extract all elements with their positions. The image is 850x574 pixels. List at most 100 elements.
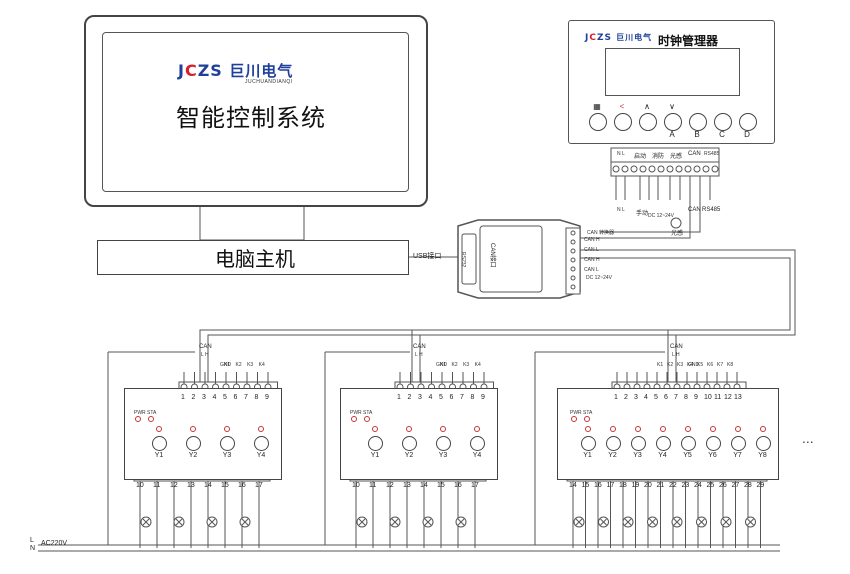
module-2-channel-button[interactable]: [436, 436, 451, 451]
terminal-group-can: CAN: [688, 151, 701, 157]
module-3-channel-button[interactable]: [630, 436, 646, 451]
logo-subtitle: JUCHUANDIANQI: [245, 79, 293, 85]
converter-pin-canl-2: CAN L: [584, 267, 599, 273]
module-3-channel-button[interactable]: [730, 436, 746, 451]
clock-left-button[interactable]: [614, 113, 632, 131]
clock-menu-button[interactable]: [589, 113, 607, 131]
clock-terminal-screw: [702, 165, 710, 173]
module-2-top-terminal-number: 3: [418, 394, 422, 401]
converter-pin-canl-1: CAN L: [584, 247, 599, 253]
terminal-group-start: 启动: [634, 154, 647, 160]
module-3-bottom-terminal-number: 14: [569, 482, 577, 489]
clock-d-button[interactable]: [739, 113, 757, 131]
module-3-bottom-terminal-number: 21: [656, 482, 665, 489]
label-can: CAN: [688, 207, 701, 213]
module-2-sta: STA: [363, 410, 373, 416]
module-1-pwr: PWR: [134, 410, 146, 416]
logo-mark-zs: ZS: [197, 61, 223, 80]
module-3-channel-button[interactable]: [655, 436, 671, 451]
module-2-bottom-terminal-number: 15: [437, 482, 445, 489]
module-1-top-terminal-number: 3: [202, 394, 206, 401]
module-3-bottom-terminal-number: 26: [719, 482, 727, 489]
module-3-y-label: Y3: [633, 452, 642, 459]
module-2-channel-button[interactable]: [402, 436, 417, 451]
converter-terminal-screw: [570, 284, 576, 290]
module-3-channel-button[interactable]: [680, 436, 696, 451]
module-2-pwr-led: [351, 416, 357, 422]
module-1-bottom-terminal-number: 17: [255, 482, 263, 489]
module-3-k-label: K8: [727, 362, 734, 368]
module-3-lamp-cross: [673, 518, 681, 526]
terminal-group-light: 光感: [670, 154, 683, 160]
module-1-channel-button[interactable]: [186, 436, 201, 451]
down-arrow-icon: ∨: [669, 102, 675, 111]
clock-down-a-button[interactable]: [664, 113, 682, 131]
module-2-top-terminal-number: 9: [481, 394, 485, 401]
module-3-channel-button[interactable]: [605, 436, 621, 451]
converter-rs232-port: [461, 233, 477, 285]
module-3-top-terminal-number: 9: [694, 394, 698, 401]
can-bus-main-h: [207, 249, 796, 385]
more-modules-ellipsis: ...: [802, 430, 814, 446]
module-3-k-label: K3: [677, 362, 684, 368]
module-3-sta: STA: [583, 410, 593, 416]
module-1-bottom-terminal-number: 16: [238, 482, 246, 489]
logo-mark-j: J: [178, 61, 185, 80]
module-1-channel-button[interactable]: [152, 436, 167, 451]
converter-title: CAN 转换器: [587, 230, 614, 236]
label-light-sensor: 光感: [671, 231, 684, 237]
module-1-k-label: K3: [247, 362, 254, 368]
module-2-bottom-terminal-number: 14: [420, 482, 428, 489]
clock-b-button[interactable]: [689, 113, 707, 131]
module-3-top-terminal-number: 13: [734, 394, 742, 401]
module-2-bottom-terminal-number: 13: [403, 482, 411, 489]
module-3-bottom-terminal-number: 22: [669, 482, 677, 489]
module-2-channel-button[interactable]: [368, 436, 383, 451]
clock-c-button[interactable]: [714, 113, 732, 131]
module-3-bottom-terminal-number: 19: [631, 482, 640, 489]
clock-terminal-screw: [693, 165, 701, 173]
clock-terminal-screw: [675, 165, 683, 173]
computer-monitor: [84, 15, 428, 207]
module-1-pwr-led: [135, 416, 141, 422]
converter-pin-canh-2: CAN H: [584, 257, 600, 263]
module-3-lamp-cross: [698, 518, 705, 526]
clock-terminal-header: [610, 147, 720, 163]
converter-interface-label: CAN接口: [489, 243, 495, 268]
clock-up-button[interactable]: [639, 113, 657, 131]
module-3-channel-button[interactable]: [705, 436, 721, 451]
module-2-channel-led: [440, 426, 446, 432]
module-3-can-pins: L H: [672, 352, 680, 358]
module-1-k-label: K2: [235, 362, 242, 368]
module-3-y-label: Y6: [708, 452, 717, 459]
module-3-top-terminal-number: 12: [724, 394, 732, 401]
converter-terminal-screw: [570, 275, 576, 281]
module-2-channel-button[interactable]: [470, 436, 485, 451]
module-2-lamp-cross: [391, 518, 399, 526]
logo-mark-c: C: [184, 61, 198, 80]
module-3-top-terminal-number: 8: [684, 394, 688, 401]
button-label-a: A: [669, 130, 675, 139]
module-2-k-label: K4: [474, 362, 481, 368]
module-3-bottom-terminal-number: 27: [731, 482, 740, 489]
module-3-top-terminal-number: 10: [704, 394, 712, 401]
converter-pin-canh-1: CAN H: [584, 237, 600, 243]
module-3-y-label: Y1: [583, 452, 592, 459]
clock-logo-c: C: [589, 33, 597, 43]
converter-terminal-screw: [570, 230, 576, 236]
module-1-channel-button[interactable]: [254, 436, 269, 451]
clock-logo-j: J: [585, 33, 590, 43]
module-3-bottom-terminal-number: 17: [606, 482, 615, 489]
module-2-k-label: K1: [440, 362, 447, 368]
module-3-pwr-led: [571, 416, 577, 422]
module-1-y-label: Y3: [222, 452, 232, 459]
module-1-channel-button[interactable]: [220, 436, 235, 451]
module-1-top-terminal-number: 2: [191, 394, 196, 401]
module-3-channel-button[interactable]: [755, 436, 771, 451]
converter-terminal-screw: [570, 248, 576, 254]
module-3-channel-led: [609, 426, 616, 432]
module-3-y-label: Y5: [683, 452, 692, 459]
module-2-bottom-terminal-number: 16: [454, 482, 462, 489]
logo-brand-text: 巨川电气: [229, 62, 294, 80]
module-3-channel-button[interactable]: [580, 436, 596, 451]
